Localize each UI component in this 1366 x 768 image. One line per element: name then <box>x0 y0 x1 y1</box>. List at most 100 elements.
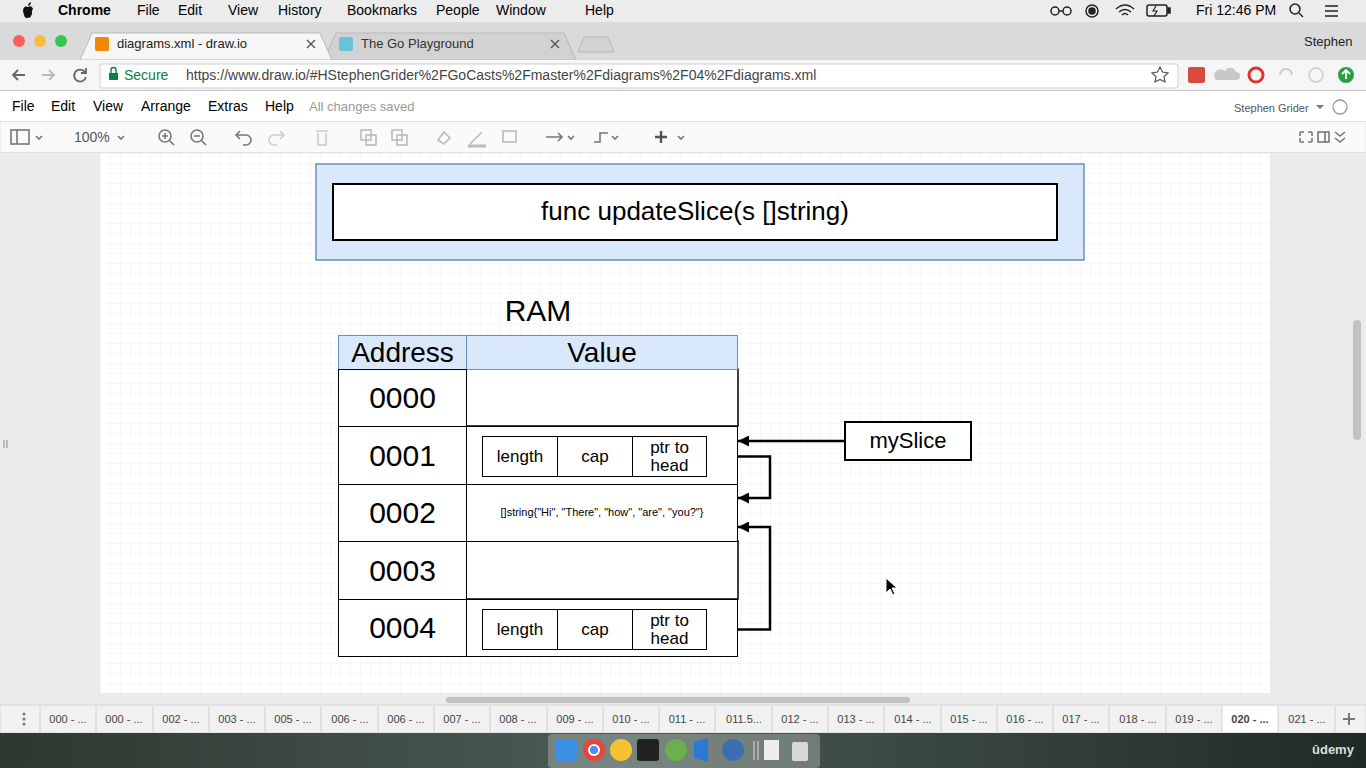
box-label: length <box>497 448 543 466</box>
label-slot: 000 - ... <box>40 713 96 725</box>
label-slot: 019 - ... <box>1166 713 1222 725</box>
splitter-grip <box>4 440 7 448</box>
zoom-level: 100% <box>74 129 110 145</box>
label-slot: Help <box>265 99 294 114</box>
apple-logo <box>23 2 33 18</box>
rect-shape <box>397 135 407 145</box>
circle-shape <box>1089 8 1095 14</box>
app-name: Chrome <box>58 2 111 18</box>
path-shape <box>16 130 18 144</box>
path-shape <box>1299 13 1303 17</box>
address-cell: 0003 <box>338 541 467 600</box>
profile-name: Stephen <box>1304 34 1352 49</box>
label-slot: 018 - ... <box>1110 713 1166 725</box>
path-shape <box>1059 10 1063 12</box>
function-signature-box: func updateSlice(s []string) <box>332 183 1058 241</box>
variable-box: mySlice <box>844 421 972 461</box>
path-shape <box>316 131 328 145</box>
page-tab-label: 002 - ... <box>162 713 199 725</box>
memory-table: RAMAddressValue00000001lengthcapptr to h… <box>338 335 738 657</box>
empty-memory-cell <box>466 541 738 599</box>
menu-item: Extras <box>208 98 248 114</box>
path-shape <box>694 738 708 762</box>
pointer-arrow <box>738 440 844 443</box>
path-shape <box>678 136 684 139</box>
rect-shape <box>1318 132 1329 142</box>
menu-item: History <box>278 2 322 18</box>
path-shape <box>1280 69 1292 75</box>
status-icons <box>1051 4 1338 17</box>
circle-shape <box>665 739 687 761</box>
menu-item: Help <box>265 98 294 114</box>
rect-shape <box>1188 67 1205 83</box>
path-shape <box>1300 132 1312 142</box>
box-label: 0001 <box>369 440 436 472</box>
dock-icons <box>555 738 808 762</box>
page-tab-bar <box>0 705 1366 733</box>
label-slot: Chrome <box>58 3 111 18</box>
label-slot: 008 - ... <box>490 713 546 725</box>
label-slot: View <box>228 3 258 18</box>
circle-shape <box>1051 7 1059 15</box>
watermark: ûdemy <box>1312 742 1354 757</box>
divider <box>0 90 1366 91</box>
page-tab-label: 011.5... <box>726 713 762 725</box>
page-tab-label: 006 - ... <box>331 713 368 725</box>
label-slot: Window <box>496 3 546 18</box>
page-tab-label: 015 - ... <box>950 713 987 725</box>
slice-cap-field: cap <box>557 436 633 477</box>
language-icon <box>1333 100 1347 114</box>
menu-item: Edit <box>178 2 202 18</box>
slice-pointer-field: ptr to head <box>632 609 707 650</box>
rect-shape <box>555 739 577 761</box>
path-shape <box>36 136 42 139</box>
page-tab-label: 021 - ... <box>1288 713 1325 725</box>
page-menu-dots <box>23 713 26 726</box>
label-slot: All changes saved <box>309 100 415 114</box>
toolbar-ground <box>0 60 1366 91</box>
box-label: 0003 <box>369 555 436 587</box>
label-slot: Stephen Grider <box>1234 102 1309 114</box>
circle-shape <box>1338 67 1354 83</box>
url-text: https://www.draw.io/#HStephenGrider%2FGo… <box>186 67 816 83</box>
page-tab-label: 009 - ... <box>556 713 593 725</box>
rect-shape <box>366 135 376 145</box>
label-slot: People <box>436 3 480 18</box>
address-cell: 0004 <box>338 599 467 657</box>
path-shape <box>28 2 31 6</box>
label-slot: View <box>93 99 123 114</box>
label-slot: History <box>278 3 322 18</box>
label-slot: 014 - ... <box>885 713 941 725</box>
page-tab-label: 008 - ... <box>499 713 536 725</box>
slice-pointer-field: ptr to head <box>632 436 707 477</box>
label-slot: 006 - ... <box>378 713 434 725</box>
function-band <box>316 164 1084 260</box>
bookmark-star <box>1152 67 1168 82</box>
path-shape <box>1324 132 1326 142</box>
menu-item: File <box>12 98 35 114</box>
label-slot: 020 - ... <box>1222 713 1278 725</box>
menu-item: View <box>228 2 258 18</box>
slice-length-field: length <box>482 609 558 650</box>
path-shape <box>1342 70 1350 79</box>
page-tab-label: 014 - ... <box>894 713 931 725</box>
box-label: []string{"Hi", "There", "how", "are", "y… <box>501 507 704 519</box>
path-shape <box>194 136 206 145</box>
menu-item: View <box>93 98 123 114</box>
path-shape <box>74 70 86 82</box>
box-label: cap <box>581 448 608 466</box>
box-label: ptr to head <box>637 439 702 475</box>
mouse-cursor <box>886 578 897 595</box>
label-slot: 010 - ... <box>603 713 659 725</box>
label-slot: Help <box>585 3 614 18</box>
label-slot: 017 - ... <box>1053 713 1109 725</box>
menu-item: Window <box>496 2 546 18</box>
circle-shape <box>23 723 26 726</box>
window-minimise <box>34 35 46 47</box>
tab-strip <box>0 22 1366 60</box>
active-tab <box>80 33 332 60</box>
empty-memory-cell <box>466 369 738 426</box>
circle-shape <box>1063 7 1071 15</box>
